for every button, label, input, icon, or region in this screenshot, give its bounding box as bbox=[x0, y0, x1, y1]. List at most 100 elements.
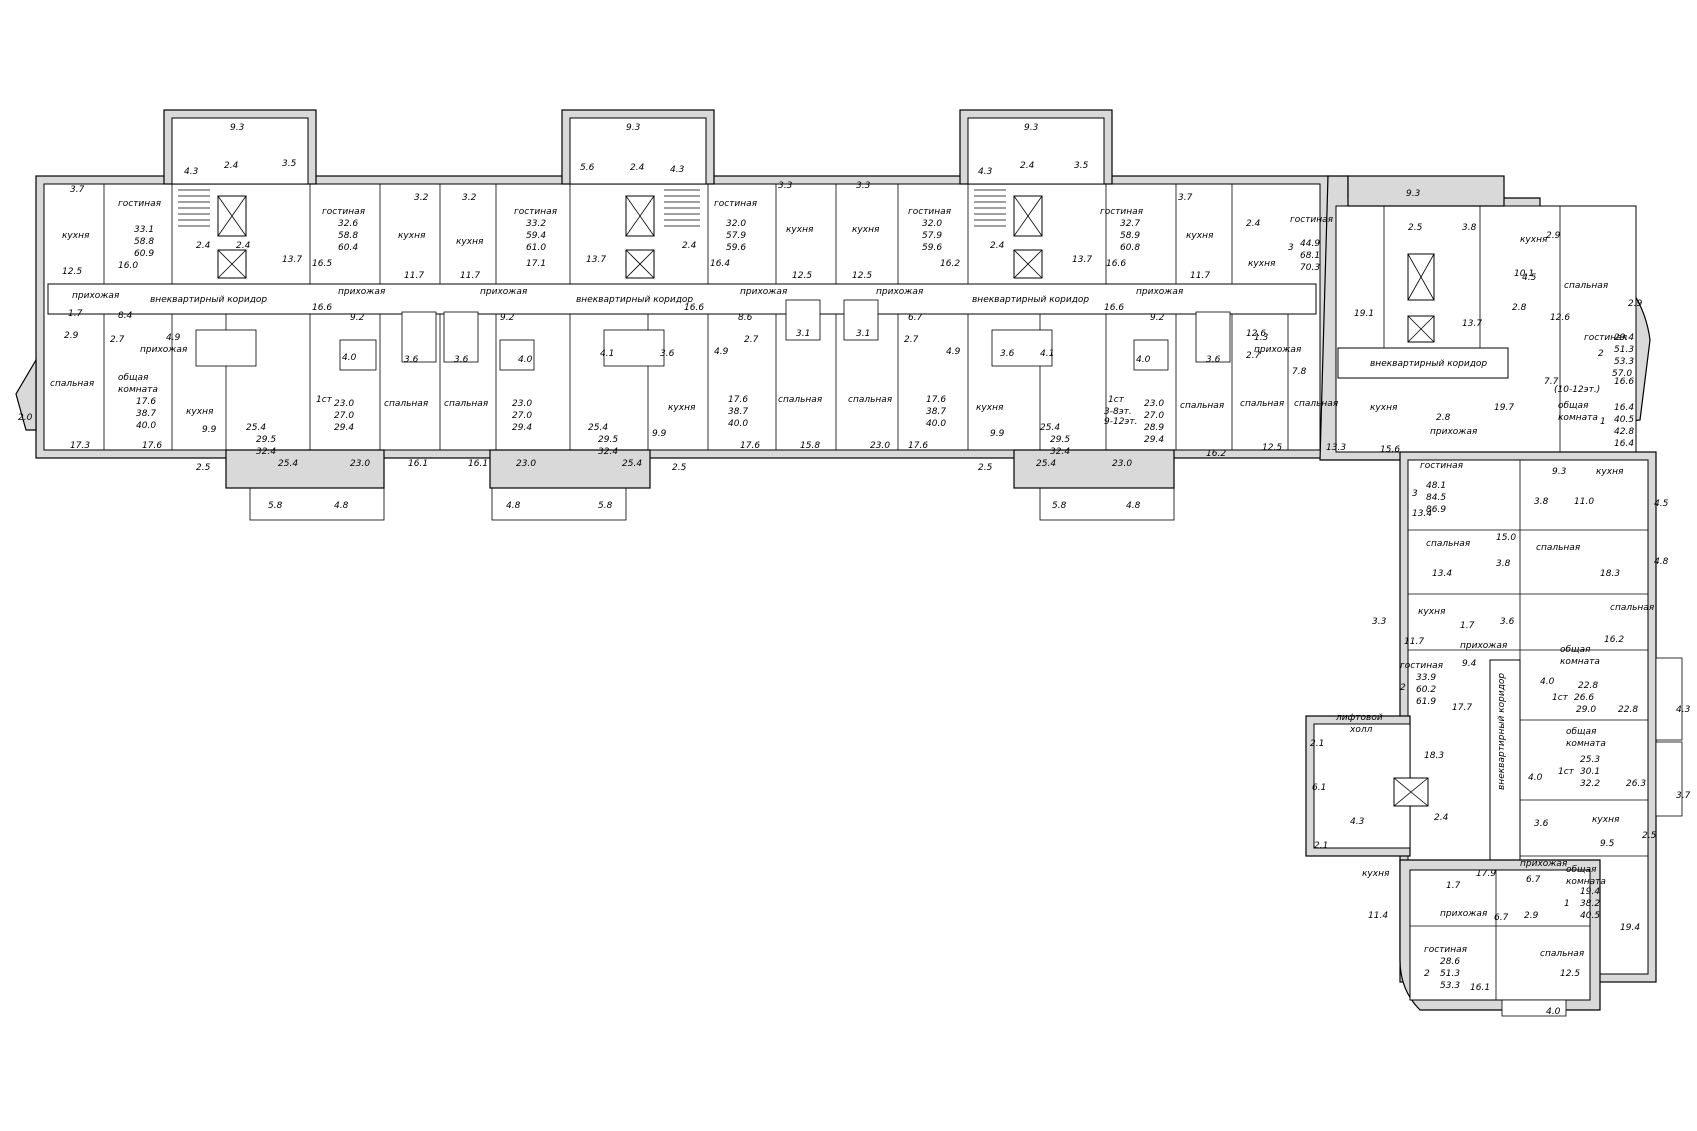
area-value: 61.0 bbox=[526, 243, 546, 253]
area-value: 4.5 bbox=[1654, 499, 1669, 509]
area-value: 2.8 bbox=[1512, 303, 1527, 313]
area-value: 4.3 bbox=[670, 165, 685, 175]
area-value: 2.8 bbox=[1436, 413, 1451, 423]
area-value: 3.3 bbox=[856, 181, 871, 191]
area-value: 17.6 bbox=[728, 395, 748, 405]
area-value: 2.9 bbox=[1546, 231, 1561, 241]
area-value: 32.4 bbox=[256, 447, 276, 457]
area-value: 9.9 bbox=[652, 429, 667, 439]
corner-corridor bbox=[1337, 347, 1509, 379]
area-value: 6.7 bbox=[908, 313, 923, 323]
balcony bbox=[1039, 487, 1175, 521]
area-value: 2.5 bbox=[978, 463, 993, 473]
living-label: гостиная bbox=[908, 207, 952, 217]
area-value: 29.4 bbox=[1144, 435, 1164, 445]
corridor-label: внеквартирный коридор bbox=[972, 295, 1089, 305]
area-value: 16.2 bbox=[1206, 449, 1226, 459]
area-value: 7.7 bbox=[1544, 377, 1559, 387]
corner-block bbox=[1319, 175, 1651, 461]
area-value: 9.2 bbox=[1150, 313, 1165, 323]
area-value: 60.2 bbox=[1416, 685, 1436, 695]
area-value: 15.6 bbox=[1380, 445, 1400, 455]
area-value: 1.7 bbox=[1460, 621, 1475, 631]
area-value: 4.9 bbox=[714, 347, 729, 357]
area-value: 19.4 bbox=[1620, 923, 1640, 933]
hall-label: прихожая bbox=[1520, 859, 1568, 869]
area-value: 9.9 bbox=[990, 429, 1005, 439]
area-value: 23.0 bbox=[350, 459, 370, 469]
kitchen-label: кухня bbox=[1248, 259, 1276, 269]
hall-label: прихожая bbox=[338, 287, 386, 297]
area-value: 2.7 bbox=[1246, 351, 1261, 361]
area-value: 16.6 bbox=[312, 303, 332, 313]
area-value: 23.0 bbox=[516, 459, 536, 469]
area-value: 4.8 bbox=[334, 501, 349, 511]
living-label: гостиная bbox=[322, 207, 366, 217]
area-value: 4.0 bbox=[518, 355, 533, 365]
bedroom-label: спальная bbox=[1610, 603, 1655, 613]
area-value: 3 bbox=[1412, 489, 1418, 499]
area-value: 86.9 bbox=[1426, 505, 1446, 515]
balcony bbox=[1501, 999, 1567, 1017]
area-value: 19.4 bbox=[1580, 887, 1600, 897]
area-value: 3.8 bbox=[1462, 223, 1477, 233]
area-value: 12.5 bbox=[1560, 969, 1580, 979]
area-value: 9.2 bbox=[500, 313, 515, 323]
area-value: 12.5 bbox=[852, 271, 872, 281]
corridor-label: внеквартирный коридор bbox=[150, 295, 267, 305]
common-room-label: общая bbox=[1558, 401, 1589, 411]
area-value: 25.4 bbox=[622, 459, 642, 469]
bottom-bay bbox=[1013, 449, 1175, 489]
area-value: 2.5 bbox=[1408, 223, 1423, 233]
area-numbers: 3.7 12.5 33.1 58.8 60.9 16.0 1.7 2.9 8.4… bbox=[18, 123, 1691, 1017]
area-value: 16.1 bbox=[468, 459, 488, 469]
living-label: гостиная bbox=[1290, 215, 1334, 225]
area-value: 4.1 bbox=[1040, 349, 1054, 359]
area-value: 2.5 bbox=[672, 463, 687, 473]
area-value: 25.4 bbox=[278, 459, 298, 469]
area-value: 17.6 bbox=[136, 397, 156, 407]
main-wing-interior bbox=[43, 183, 1321, 451]
bedroom-label: спальная bbox=[50, 379, 95, 389]
area-value: 3.6 bbox=[1000, 349, 1015, 359]
area-value: 16.4 bbox=[1614, 439, 1634, 449]
area-value: 3.8 bbox=[1496, 559, 1511, 569]
area-value: 11.4 bbox=[1368, 911, 1388, 921]
bedroom-label: спальная bbox=[1180, 401, 1225, 411]
area-value: 38.2 bbox=[1580, 899, 1600, 909]
area-value: 2.7 bbox=[744, 335, 759, 345]
area-value: 9.3 bbox=[1406, 189, 1421, 199]
area-value: 60.4 bbox=[338, 243, 358, 253]
area-value: 60.9 bbox=[134, 249, 154, 259]
kitchen-label: кухня bbox=[186, 407, 214, 417]
area-value: 4.0 bbox=[1136, 355, 1151, 365]
area-value: 40.0 bbox=[926, 419, 946, 429]
living-label: гостиная bbox=[514, 207, 558, 217]
area-value: 2.4 bbox=[1020, 161, 1035, 171]
area-value: 2.5 bbox=[196, 463, 211, 473]
area-value: 6.1 bbox=[1312, 783, 1326, 793]
area-value: 16.6 bbox=[1614, 377, 1634, 387]
area-value: 2.4 bbox=[630, 163, 645, 173]
hall-label: прихожая bbox=[876, 287, 924, 297]
area-value: 22.8 bbox=[1578, 681, 1598, 691]
area-value: 3.6 bbox=[404, 355, 419, 365]
common-room-label: общая bbox=[1566, 865, 1597, 875]
area-value: 4.8 bbox=[1654, 557, 1669, 567]
area-value: 3.7 bbox=[1676, 791, 1691, 801]
area-value: 29.5 bbox=[256, 435, 276, 445]
area-value: 3.7 bbox=[1178, 193, 1193, 203]
lift-hall-label: лифтовой bbox=[1335, 713, 1383, 723]
bedroom-label: спальная bbox=[1426, 539, 1471, 549]
area-value: 4.9 bbox=[166, 333, 181, 343]
common-room-label: общая bbox=[1566, 727, 1597, 737]
kitchen-label: кухня bbox=[1596, 467, 1624, 477]
area-value: 2.7 bbox=[110, 335, 125, 345]
hall-label: прихожая bbox=[1254, 345, 1302, 355]
corridor-label: внеквартирный коридор bbox=[1370, 359, 1487, 369]
area-value: 11.7 bbox=[1404, 637, 1424, 647]
area-value: 29.5 bbox=[598, 435, 618, 445]
hall-label: прихожая bbox=[1430, 427, 1478, 437]
bottom-bay bbox=[225, 449, 385, 489]
corner-stair-tower bbox=[1347, 175, 1505, 207]
